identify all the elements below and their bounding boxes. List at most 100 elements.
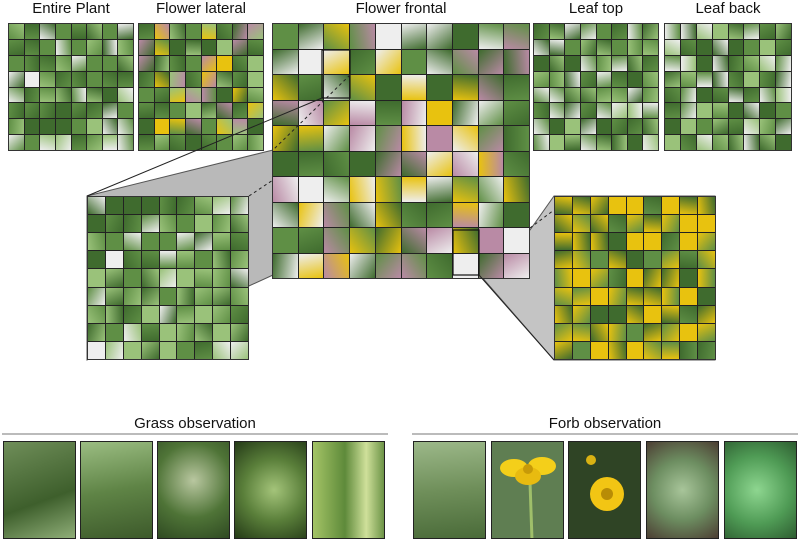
image-tile [608, 305, 626, 323]
image-tile [141, 251, 159, 269]
image-tile [40, 135, 55, 150]
image-tile [273, 177, 298, 202]
image-tile [154, 135, 170, 150]
image-tile [123, 269, 141, 287]
image-tile [534, 119, 549, 135]
image-tile [555, 269, 572, 287]
image-tile [572, 215, 590, 233]
image-tile [88, 305, 105, 323]
image-tile [504, 49, 529, 74]
image-tile [118, 55, 133, 71]
image-tile [572, 251, 590, 269]
image-tile [170, 87, 185, 103]
image-tile [88, 233, 105, 251]
image-tile [231, 287, 248, 305]
image-tile [644, 305, 662, 323]
image-tile [273, 228, 298, 253]
image-tile [231, 197, 248, 215]
image-tile [608, 233, 626, 251]
image-tile [680, 87, 696, 103]
image-tile [776, 87, 791, 103]
image-tile [55, 119, 71, 135]
image-tile [141, 197, 159, 215]
image-tile [644, 287, 662, 305]
image-tile [572, 341, 590, 359]
image-tile [87, 119, 102, 135]
image-tile [627, 39, 643, 55]
image-tile [728, 119, 744, 135]
image-tile [177, 233, 195, 251]
image-tile [565, 55, 580, 71]
image-tile [572, 287, 590, 305]
image-tile [71, 135, 87, 150]
image-tile [217, 71, 232, 87]
image-tile [40, 103, 55, 119]
image-tile [71, 24, 87, 39]
image-tile [298, 202, 324, 227]
image-tile [201, 24, 217, 39]
image-tile [427, 49, 452, 74]
image-tile [680, 323, 698, 341]
image-tile [696, 103, 712, 119]
image-tile [88, 197, 105, 215]
image-tile [427, 253, 452, 278]
image-tile [427, 202, 452, 227]
image-tile [55, 55, 71, 71]
image-tile [744, 24, 760, 39]
image-tile [141, 323, 159, 341]
image-tile [195, 215, 213, 233]
image-tile [213, 305, 231, 323]
image-tile [698, 305, 715, 323]
image-tile [680, 119, 696, 135]
image-tile [680, 135, 696, 150]
image-tile [55, 135, 71, 150]
image-tile [185, 24, 201, 39]
image-tile [195, 341, 213, 359]
image-tile [696, 55, 712, 71]
image-tile [627, 24, 643, 39]
image-tile [88, 269, 105, 287]
image-tile [665, 103, 680, 119]
image-tile [105, 305, 123, 323]
image-tile [118, 24, 133, 39]
image-tile [427, 24, 452, 49]
image-tile [248, 39, 263, 55]
image-tile [698, 233, 715, 251]
image-tile [627, 55, 643, 71]
image-tile [643, 119, 658, 135]
image-tile [549, 39, 565, 55]
image-tile [712, 39, 728, 55]
image-tile [118, 103, 133, 119]
image-tile [760, 24, 776, 39]
image-tile [680, 251, 698, 269]
image-tile [201, 119, 217, 135]
image-tile [298, 24, 324, 49]
image-tile [662, 287, 680, 305]
forb-photo-2 [491, 441, 564, 539]
image-tile [213, 323, 231, 341]
image-tile [452, 126, 478, 151]
image-tile [665, 24, 680, 39]
image-tile [665, 119, 680, 135]
image-tile [273, 253, 298, 278]
image-tile [760, 55, 776, 71]
image-tile [549, 119, 565, 135]
image-tile [159, 341, 177, 359]
image-tile [612, 39, 627, 55]
image-tile [141, 341, 159, 359]
image-tile [549, 71, 565, 87]
image-tile [662, 341, 680, 359]
image-tile [105, 233, 123, 251]
image-tile [452, 228, 478, 253]
image-tile [596, 39, 612, 55]
image-tile [375, 24, 401, 49]
image-tile [698, 341, 715, 359]
image-tile [580, 135, 596, 150]
image-tile [324, 253, 350, 278]
image-tile [626, 341, 644, 359]
image-tile [185, 71, 201, 87]
image-tile [728, 39, 744, 55]
image-tile [427, 75, 452, 100]
zoomed-grass-grid [87, 196, 249, 360]
image-tile [24, 119, 40, 135]
